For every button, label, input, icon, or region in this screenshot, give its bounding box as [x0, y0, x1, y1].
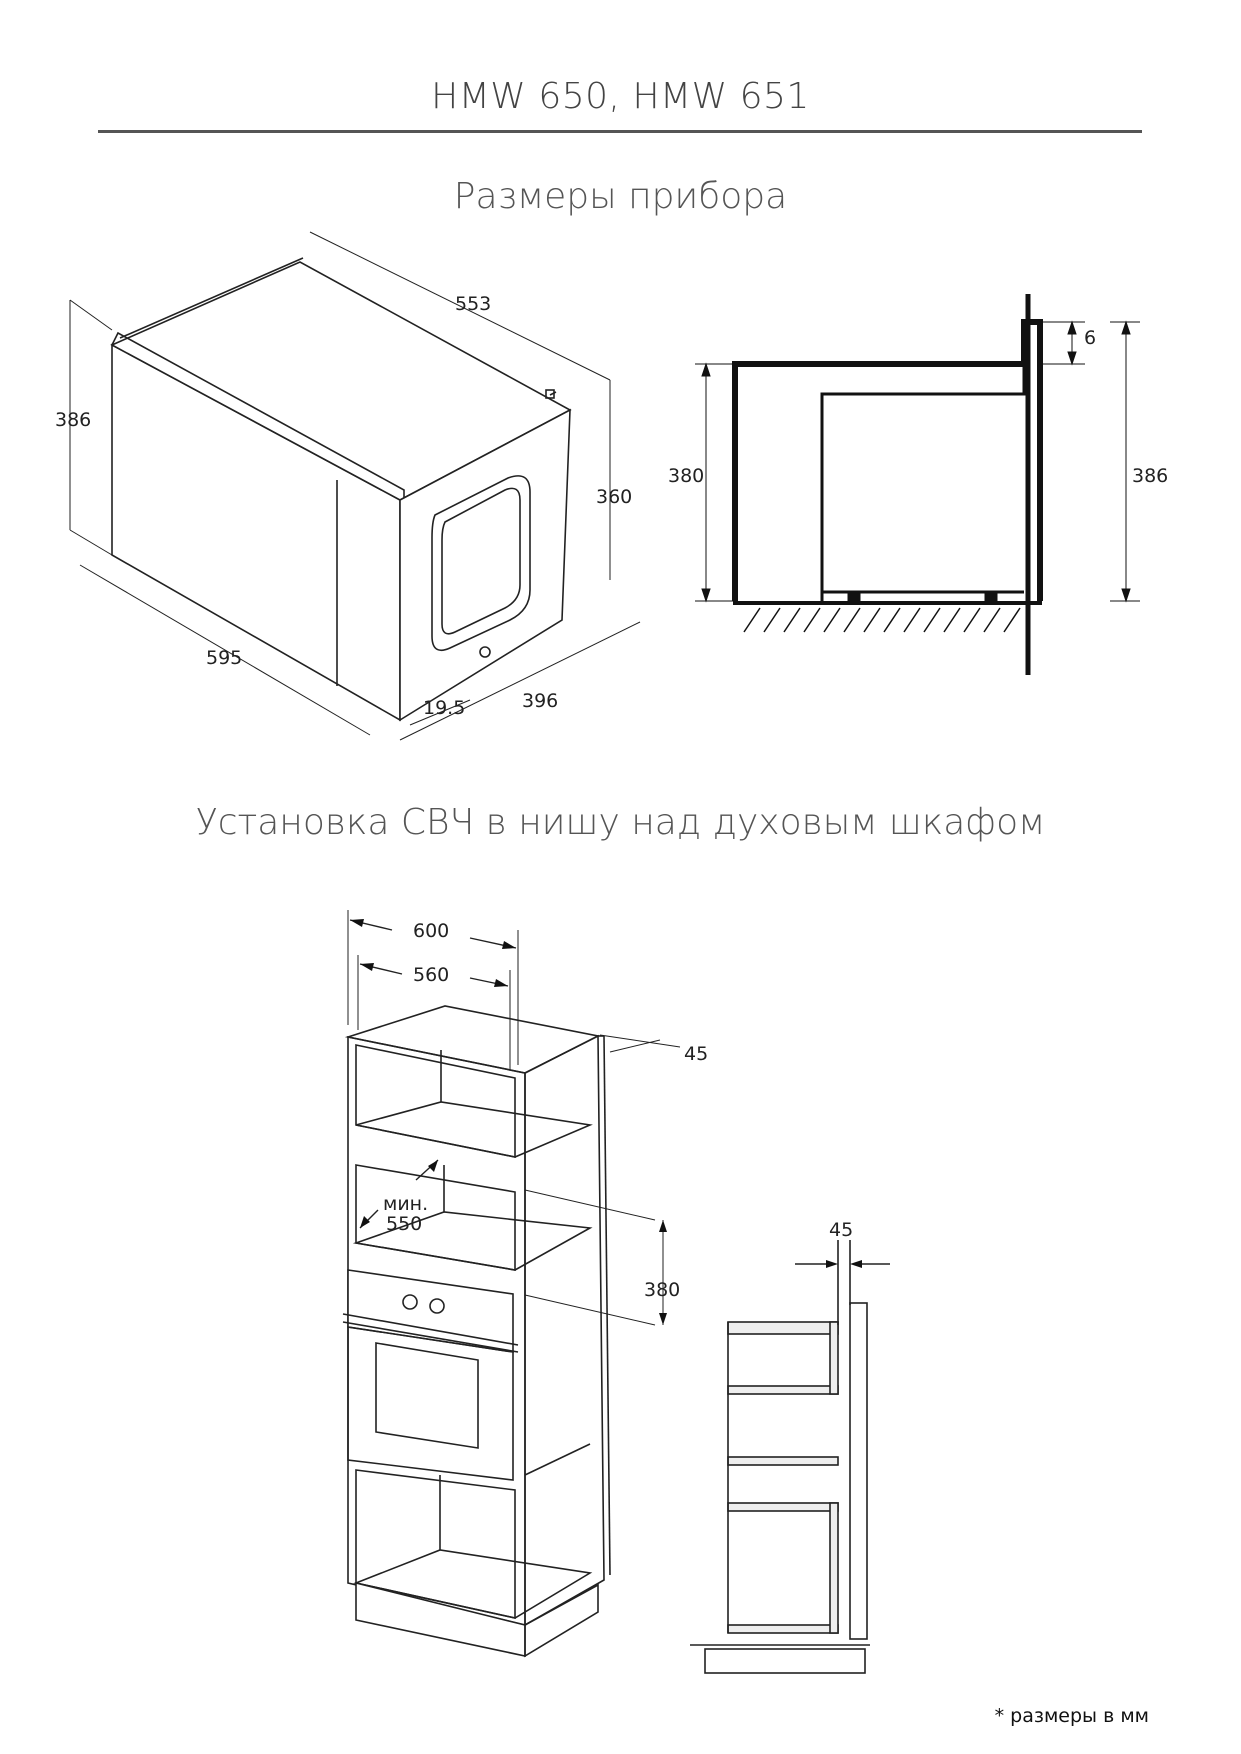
- iso-width-front-label: 595: [206, 647, 242, 669]
- cabinet-inner-width-label: 560: [413, 964, 449, 986]
- dimensions-section-title: Размеры прибора: [453, 176, 788, 217]
- microwave-iso-drawing: [69, 231, 641, 741]
- iso-depth-top-label: 553: [455, 293, 491, 315]
- cabinet-depth-gap-label: 45: [684, 1043, 708, 1065]
- cabinet-outer-width-label: 600: [413, 920, 449, 942]
- cabinet-min-width-label: 550: [386, 1213, 422, 1235]
- side-view-drawing: [690, 1240, 890, 1674]
- side-gap-arrow-left: [826, 1260, 838, 1268]
- section-top-gap-label: 6: [1084, 327, 1096, 349]
- cabinet-min-label: мин.: [383, 1193, 428, 1215]
- section-inner-height-label: 380: [668, 465, 704, 487]
- installation-section-title: Установка СВЧ в нишу над духовым шкафом: [195, 802, 1046, 843]
- cabinet-drawing: [342, 910, 681, 1658]
- iso-height-front-label: 386: [55, 409, 91, 431]
- title-divider: [98, 130, 1142, 133]
- iso-door-offset-label: 19.5: [423, 697, 465, 719]
- units-footnote: * размеры в мм: [994, 1705, 1149, 1727]
- side-gap-arrow-right: [850, 1260, 862, 1268]
- cabinet-niche-height-label: 380: [644, 1279, 680, 1301]
- cabinet-dimension-arrows: [350, 919, 667, 1325]
- side-gap-label: 45: [829, 1219, 853, 1241]
- section-outer-height-label: 386: [1132, 465, 1168, 487]
- iso-depth-side-label: 396: [522, 690, 558, 712]
- section-view-drawing: [695, 294, 1140, 675]
- page-title: HMW 650, HMW 651: [431, 76, 810, 117]
- iso-height-side-label: 360: [596, 486, 632, 508]
